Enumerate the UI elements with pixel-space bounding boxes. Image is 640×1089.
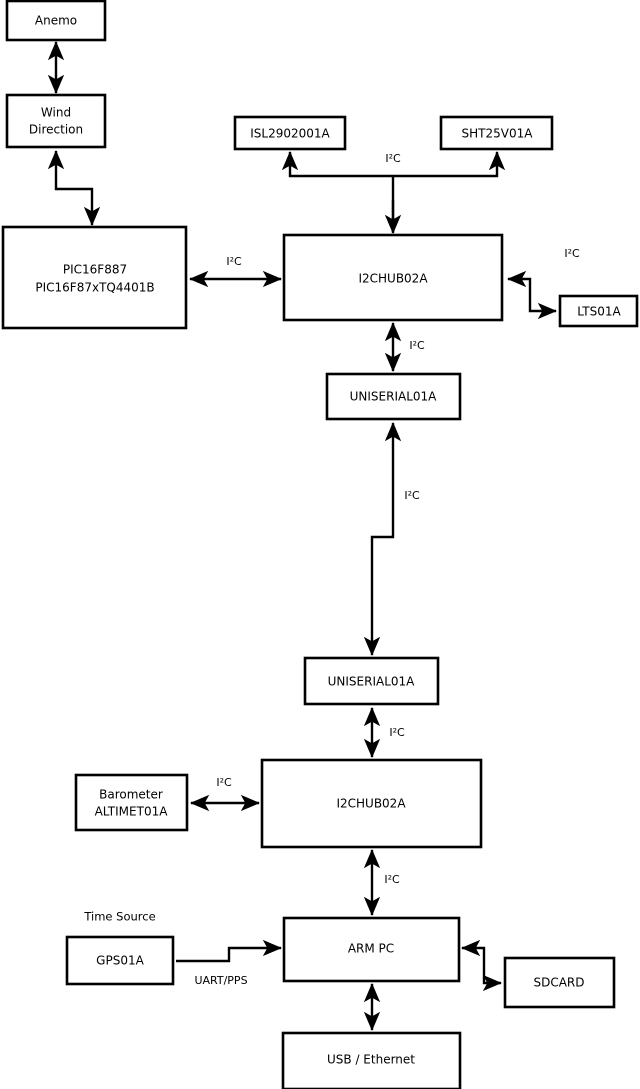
edge-hub-top-to-isl — [281, 151, 393, 178]
node-pic16f887[interactable]: PIC16F887 PIC16F87xTQ4401B — [1, 225, 188, 330]
node-lts01a-label: LTS01A — [577, 305, 621, 319]
node-wind-direction-label-line1: Wind — [41, 106, 71, 120]
node-i2chub02a-bottom-label: I2CHUB02A — [336, 797, 406, 811]
node-barometer-label-line2: ALTIMET01A — [95, 805, 169, 819]
node-pic16f887-label-line1: PIC16F887 — [63, 263, 127, 277]
node-sht25v01a[interactable]: SHT25V01A — [439, 115, 554, 151]
node-i2chub02a-top[interactable]: I2CHUB02A — [282, 233, 504, 322]
node-sht25v01a-label: SHT25V01A — [462, 127, 534, 141]
edge-label-pic-hub-i2c: I²C — [226, 255, 242, 268]
label-time-source: Time Source — [83, 910, 155, 924]
free-labels-layer: Time Source — [83, 910, 155, 924]
node-pic16f887-label-line2: PIC16F87xTQ4401B — [35, 281, 154, 295]
node-i2chub02a-bottom[interactable]: I2CHUB02A — [260, 758, 483, 849]
node-sdcard[interactable]: SDCARD — [503, 956, 616, 1009]
node-usb-ethernet[interactable]: USB / Ethernet — [281, 1031, 462, 1089]
node-uniserial01a-bottom[interactable]: UNISERIAL01A — [303, 656, 440, 706]
node-barometer-altimet01a[interactable]: Barometer ALTIMET01A — [74, 773, 189, 832]
edge-hub-top-lts — [507, 270, 557, 320]
edge-label-hubbot-armpc-i2c: I²C — [384, 873, 400, 886]
edge-uniserial-uniserial — [363, 422, 402, 656]
node-uniserial01a-top-label: UNISERIAL01A — [350, 390, 438, 404]
edge-armpc-sdcard — [461, 939, 502, 992]
edge-label-barometer-hub-i2c: I²C — [216, 776, 232, 789]
edge-labels-layer: I²C I²C I²C I²C I²C I²C I²C I²C UART/PPS — [194, 152, 580, 987]
node-isl2902001a[interactable]: ISL2902001A — [233, 115, 347, 151]
node-anemo-label: Anemo — [35, 14, 77, 28]
edge-label-isl-sht-i2c: I²C — [385, 152, 401, 165]
edge-label-gps-armpc-uart: UART/PPS — [194, 974, 247, 987]
node-gps01a-label: GPS01A — [96, 954, 144, 968]
node-anemo[interactable]: Anemo — [5, 0, 107, 42]
node-wind-direction-label-line2: Direction — [29, 123, 83, 137]
edge-label-hub-lts-i2c: I²C — [564, 247, 580, 260]
node-gps01a[interactable]: GPS01A — [65, 935, 175, 986]
edge-label-hub-uniserial-i2c: I²C — [409, 339, 425, 352]
edge-hub-top-to-sht — [393, 151, 506, 178]
edge-gps-armpc — [176, 939, 282, 963]
edges-layer — [47, 41, 557, 1031]
node-usb-ethernet-label: USB / Ethernet — [327, 1053, 415, 1067]
node-barometer-label-line1: Barometer — [99, 788, 163, 802]
node-isl2902001a-label: ISL2902001A — [250, 127, 330, 141]
node-wind-direction[interactable]: Wind Direction — [5, 93, 107, 149]
edge-label-uniserial-hubbot-i2c: I²C — [389, 726, 405, 739]
node-arm-pc[interactable]: ARM PC — [282, 916, 461, 983]
node-lts01a[interactable]: LTS01A — [558, 294, 639, 328]
edge-label-uniserial-uniserial-i2c: I²C — [404, 489, 420, 502]
node-i2chub02a-top-label: I2CHUB02A — [358, 272, 428, 286]
node-uniserial01a-top[interactable]: UNISERIAL01A — [325, 372, 462, 421]
node-arm-pc-label: ARM PC — [348, 942, 394, 956]
edge-pic-wind — [47, 150, 101, 226]
node-uniserial01a-bottom-label: UNISERIAL01A — [328, 675, 416, 689]
node-sdcard-label: SDCARD — [533, 976, 584, 990]
